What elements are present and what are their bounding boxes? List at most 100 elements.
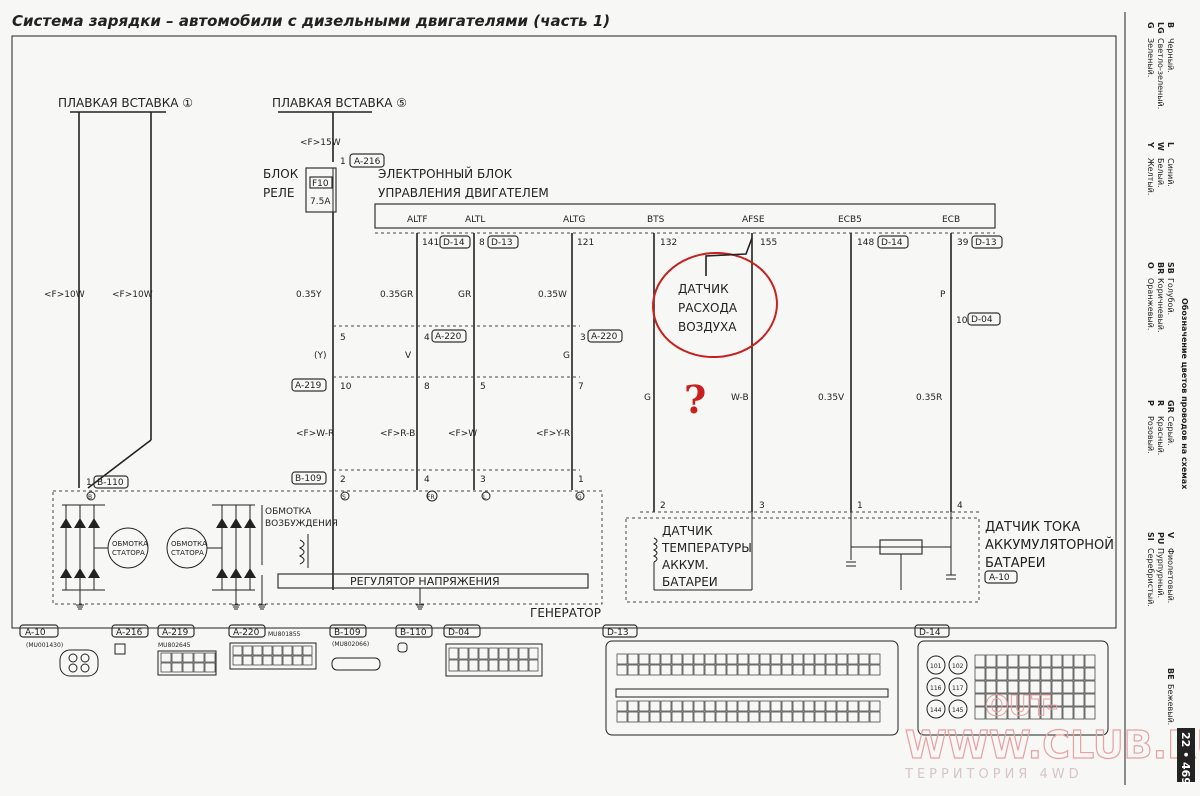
d13-pin [671,711,683,723]
a220-pin [252,645,263,656]
d13-pin [627,700,639,712]
d13-pin [737,711,749,723]
ecu-pinnum-148: 148 [857,238,874,248]
temp-sensor-label-1: ДАТЧИК [662,524,713,538]
d14-pin [1007,680,1019,694]
relay-connector-box [349,153,385,168]
d13-pin [660,711,672,723]
gen-terminal-l-label: L [483,494,487,501]
ecu-pinnum-121: 121 [577,238,594,248]
d14-pin [1029,667,1041,681]
d14-pin [1084,654,1096,668]
temp-sensor-label-3: АККУМ. [662,558,709,572]
gen-terminal-g [575,491,585,501]
legend-name: Серебристый. [1146,548,1155,607]
d13-pin [759,700,771,712]
annotation-line1: ДАТЧИК [678,282,729,296]
d14-pin [985,654,997,668]
a219-pin-7: 7 [578,382,584,392]
gen-terminal-s [340,491,350,501]
legend-name: Серый. [1166,416,1175,446]
wire-label-035gr: 0.35GR [380,290,413,300]
d04-pin [478,659,489,672]
d13-pin [737,700,749,712]
bc-d14: D-14 [919,628,941,638]
legend-name: Черный. [1166,38,1175,73]
d13-pin [803,653,815,665]
b109-pin-4: 4 [424,475,430,485]
d13-pin [781,700,793,712]
d13-pin [616,711,628,723]
bc-a220-part: MU801855 [268,631,301,638]
d04-pin [498,647,509,660]
d13-pin [682,711,694,723]
d14-pin-102: 102 [952,663,964,670]
d04-pin [528,659,539,672]
d14-pin [1073,693,1085,707]
d13-pin [781,664,793,676]
b110-conn: B-110 [97,478,124,488]
d13-pin [660,700,672,712]
wire-label-wb: W-B [731,393,749,403]
stator-right-label-1: ОБМОТКА [171,540,207,548]
d14-pin [1051,667,1063,681]
d13-pin [748,653,760,665]
d14-pin-144: 144 [930,707,942,714]
d14-pin [1018,680,1030,694]
bottom-connectors: A-10 (MU001430) A-216 A-219 MU802645 A-2… [19,624,1109,736]
d13-pin [792,700,804,712]
d13-pin [627,664,639,676]
wire-label-g: G [563,351,570,361]
d14-pin [1084,680,1096,694]
legend-code: GR [1166,400,1175,413]
d04-pin [458,647,469,660]
b109-pin-1: 1 [578,475,584,485]
d14-pin [1007,667,1019,681]
diagram-frame [11,35,1117,629]
d14-pin [1029,680,1041,694]
legend-code: V [1166,532,1175,539]
d13-pin [759,664,771,676]
bc-b109-part: (MU802066) [332,641,369,648]
d14-pin [996,667,1008,681]
a220-pin-3: 3 [580,333,586,343]
d13-pin [748,711,760,723]
d14-pin [1018,693,1030,707]
d13-pin [682,664,694,676]
legend-name: Светло-зеленый. [1156,38,1165,109]
d13-pin [737,664,749,676]
d14-pin [1062,654,1074,668]
a220-pin [242,655,253,666]
a219-pin-8: 8 [424,382,430,392]
d04-conn: D-04 [971,315,993,325]
a219-pin [160,652,172,663]
ecu-pin-bts: BTS [647,215,665,225]
d14-pin [1073,680,1085,694]
a220-pin [272,645,283,656]
d14-pin [1073,667,1085,681]
bc-d04: D-04 [448,628,470,638]
stator-left [107,527,149,569]
relay-fuse-id: F10 [312,179,329,189]
legend-code: R [1156,400,1165,406]
legend-code: PU [1156,532,1165,544]
d13-pin [814,653,826,665]
current-sensor-label-3: БАТАРЕИ [985,556,1045,571]
ecu-pin-ecb5: ECB5 [838,215,862,225]
a220-conn-a: A-220 [435,332,462,342]
generator-label: ГЕНЕРАТОР [530,606,601,620]
b110-conn-box [93,475,129,489]
wire-label-gr: GR [458,290,471,300]
d14-pin [1073,706,1085,720]
wire-label-fwr: <F>W-R [296,429,334,439]
a220-pin [302,655,313,666]
d04-pin [488,659,499,672]
legend-code: W [1156,142,1165,151]
sensor-pin-4: 4 [957,501,963,511]
gen-terminal-fr [426,490,438,502]
d14-pin-145: 145 [952,707,964,714]
d13-pin [847,653,859,665]
a219-pin-10: 10 [340,382,352,392]
ecu-label-2: УПРАВЛЕНИЯ ДВИГАТЕЛЕМ [378,186,549,200]
d04-pin [498,659,509,672]
